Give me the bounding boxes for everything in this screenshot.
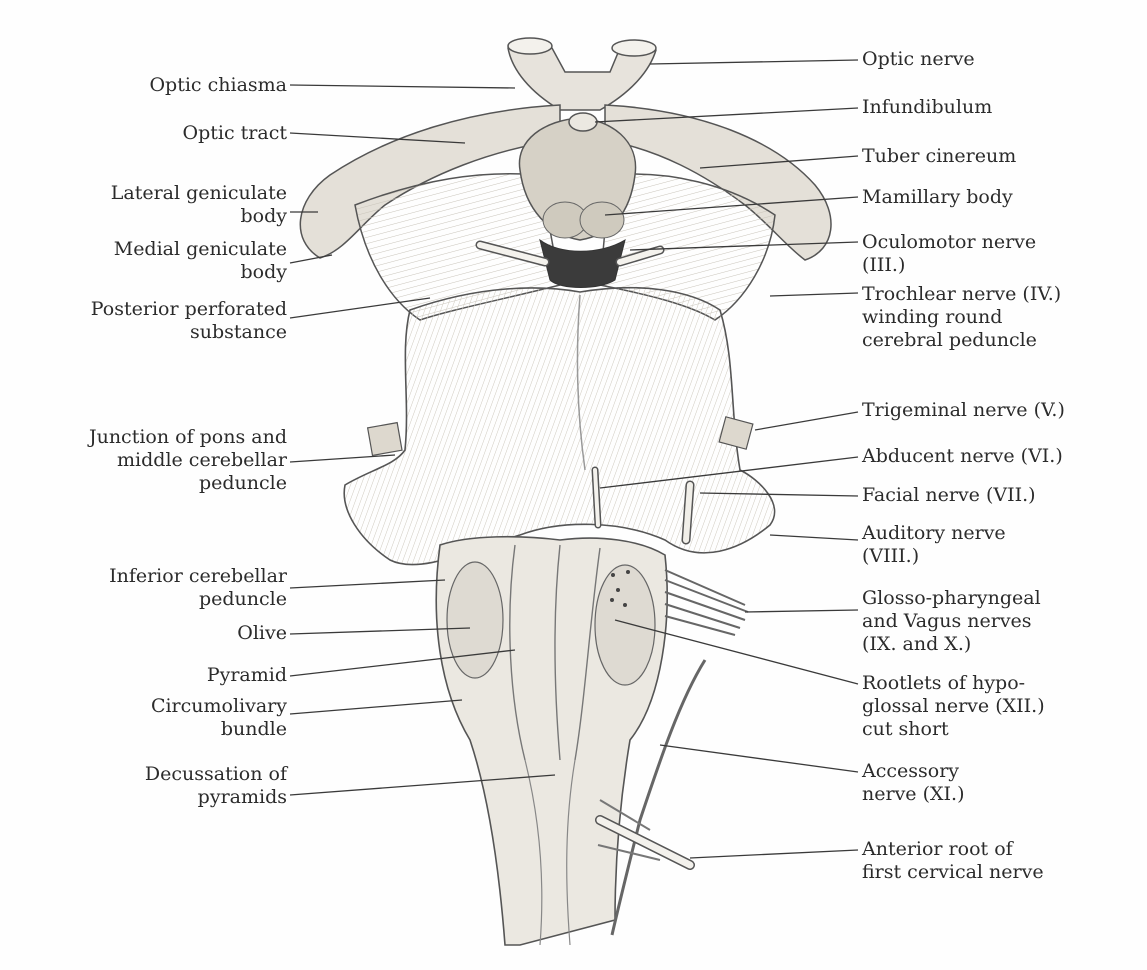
label-posterior-perforated-substance: Posterior perforated substance xyxy=(91,298,287,344)
leader-junction-pons xyxy=(290,455,395,462)
label-text: Glosso-pharyngeal xyxy=(862,587,1041,610)
leader-cervical xyxy=(690,850,858,858)
label-text: Facial nerve (VII.) xyxy=(862,484,1036,507)
label-text: cerebral peduncle xyxy=(862,329,1061,352)
leader-glosso-pharyngeal xyxy=(745,610,858,612)
label-text: Oculomotor nerve xyxy=(862,231,1036,254)
leader-auditory xyxy=(770,535,858,540)
label-decussation-of-pyramids: Decussation of pyramids xyxy=(145,763,287,809)
optic-chiasma-shape xyxy=(508,38,656,110)
label-text: peduncle xyxy=(109,588,287,611)
label-text: Inferior cerebellar xyxy=(109,565,287,588)
label-inferior-cerebellar-peduncle: Inferior cerebellar peduncle xyxy=(109,565,287,611)
label-circumolivary-bundle: Circumolivary bundle xyxy=(151,695,287,741)
leader-trigeminal xyxy=(755,412,858,430)
label-trochlear-nerve: Trochlear nerve (IV.) winding round cere… xyxy=(862,283,1061,352)
glosso-pharyngeal-rootlets-shape xyxy=(665,570,748,635)
label-text: peduncle xyxy=(89,472,287,495)
label-text: Mamillary body xyxy=(862,186,1013,209)
label-text: Decussation of xyxy=(145,763,287,786)
label-text: Optic nerve xyxy=(862,48,975,71)
leader-circumolivary xyxy=(290,700,462,714)
label-text: Medial geniculate xyxy=(114,238,287,261)
label-text: Accessory xyxy=(862,760,964,783)
label-junction-of-pons: Junction of pons and middle cerebellar p… xyxy=(89,426,287,495)
label-text: body xyxy=(111,205,287,228)
label-text: Trigeminal nerve (V.) xyxy=(862,399,1065,422)
label-text: nerve (XI.) xyxy=(862,783,964,806)
leader-accessory xyxy=(660,745,858,772)
label-text: (VIII.) xyxy=(862,545,1006,568)
leader-trochlear xyxy=(770,293,858,296)
label-text: and Vagus nerves xyxy=(862,610,1041,633)
pons-shape xyxy=(344,288,774,565)
label-text: Rootlets of hypo- xyxy=(862,672,1045,695)
label-text: Optic chiasma xyxy=(149,74,287,97)
label-text: middle cerebellar xyxy=(89,449,287,472)
label-olive: Olive xyxy=(237,622,287,645)
label-text: Auditory nerve xyxy=(862,522,1006,545)
label-abducent-nerve: Abducent nerve (VI.) xyxy=(862,445,1063,468)
label-facial-nerve: Facial nerve (VII.) xyxy=(862,484,1036,507)
label-text: Pyramid xyxy=(207,664,287,687)
label-text: pyramids xyxy=(145,786,287,809)
label-infundibulum: Infundibulum xyxy=(862,96,992,119)
label-text: Abducent nerve (VI.) xyxy=(862,445,1063,468)
leader-optic-nerve xyxy=(650,60,858,64)
label-text: substance xyxy=(91,321,287,344)
label-text: Junction of pons and xyxy=(89,426,287,449)
label-text: Optic tract xyxy=(183,122,287,145)
label-optic-nerve: Optic nerve xyxy=(862,48,975,71)
label-accessory-nerve: Accessory nerve (XI.) xyxy=(862,760,964,806)
label-text: body xyxy=(114,261,287,284)
label-pyramid: Pyramid xyxy=(207,664,287,687)
label-text: winding round xyxy=(862,306,1061,329)
label-oculomotor-nerve: Oculomotor nerve (III.) xyxy=(862,231,1036,277)
label-lateral-geniculate-body: Lateral geniculate body xyxy=(111,182,287,228)
label-tuber-cinereum: Tuber cinereum xyxy=(862,145,1016,168)
leader-inferior-cerebellar xyxy=(290,580,445,588)
label-text: Trochlear nerve (IV.) xyxy=(862,283,1061,306)
label-text: Infundibulum xyxy=(862,96,992,119)
label-text: (IX. and X.) xyxy=(862,633,1041,656)
label-text: Tuber cinereum xyxy=(862,145,1016,168)
label-hypoglossal-rootlets: Rootlets of hypo- glossal nerve (XII.) c… xyxy=(862,672,1045,741)
medulla-shape xyxy=(436,537,667,945)
label-text: glossal nerve (XII.) xyxy=(862,695,1045,718)
label-medial-geniculate-body: Medial geniculate body xyxy=(114,238,287,284)
label-mamillary-body: Mamillary body xyxy=(862,186,1013,209)
leader-medial-geniculate xyxy=(290,255,332,263)
label-text: Lateral geniculate xyxy=(111,182,287,205)
label-optic-chiasma: Optic chiasma xyxy=(149,74,287,97)
leader-optic-chiasma xyxy=(290,85,515,88)
label-auditory-nerve: Auditory nerve (VIII.) xyxy=(862,522,1006,568)
label-text: cut short xyxy=(862,718,1045,741)
label-text: (III.) xyxy=(862,254,1036,277)
label-trigeminal-nerve: Trigeminal nerve (V.) xyxy=(862,399,1065,422)
label-text: Olive xyxy=(237,622,287,645)
label-text: Posterior perforated xyxy=(91,298,287,321)
label-text: bundle xyxy=(151,718,287,741)
label-glosso-pharyngeal-vagus: Glosso-pharyngeal and Vagus nerves (IX. … xyxy=(862,587,1041,656)
label-text: Circumolivary xyxy=(151,695,287,718)
label-text: first cervical nerve xyxy=(862,861,1044,884)
label-optic-tract: Optic tract xyxy=(183,122,287,145)
label-text: Anterior root of xyxy=(862,838,1044,861)
label-anterior-root-first-cervical: Anterior root of first cervical nerve xyxy=(862,838,1044,884)
